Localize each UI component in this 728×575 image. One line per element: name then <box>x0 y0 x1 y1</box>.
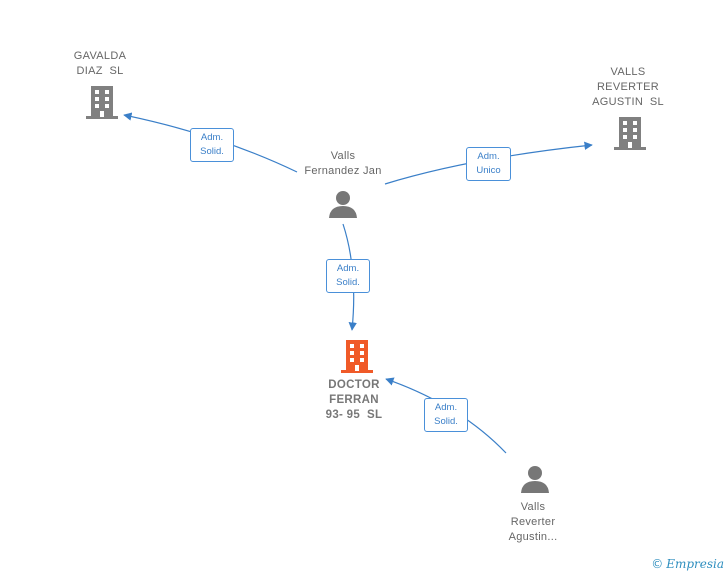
person-icon[interactable] <box>520 464 550 494</box>
node-label-valls-reverter-agustin[interactable]: Valls Reverter Agustin... <box>508 501 558 543</box>
node-label-doctor-ferran[interactable]: DOCTOR FERRAN 93- 95 SL <box>325 379 383 421</box>
copyright-icon: © <box>651 557 664 571</box>
building-icon[interactable] <box>340 338 374 374</box>
node-label-valls-reverter-agustin-sl[interactable]: VALLS REVERTER AGUSTIN SL <box>592 66 664 108</box>
brand-name: Empresia <box>666 557 724 571</box>
edge-label-adm-solid[interactable]: Adm. Solid. <box>424 398 468 432</box>
brand-logo[interactable]: ©Empresia <box>651 557 724 571</box>
edge-label-adm-solid[interactable]: Adm. Solid. <box>326 259 370 293</box>
node-label-valls-fernandez[interactable]: Valls Fernandez Jan <box>304 150 382 177</box>
person-icon[interactable] <box>328 189 358 219</box>
edge-label-adm-unico[interactable]: Adm. Unico <box>466 147 511 181</box>
node-label-gavalda[interactable]: GAVALDA DIAZ SL <box>73 50 127 77</box>
building-icon[interactable] <box>613 115 647 151</box>
edge-label-adm-solid[interactable]: Adm. Solid. <box>190 128 234 162</box>
building-icon[interactable] <box>85 84 119 120</box>
